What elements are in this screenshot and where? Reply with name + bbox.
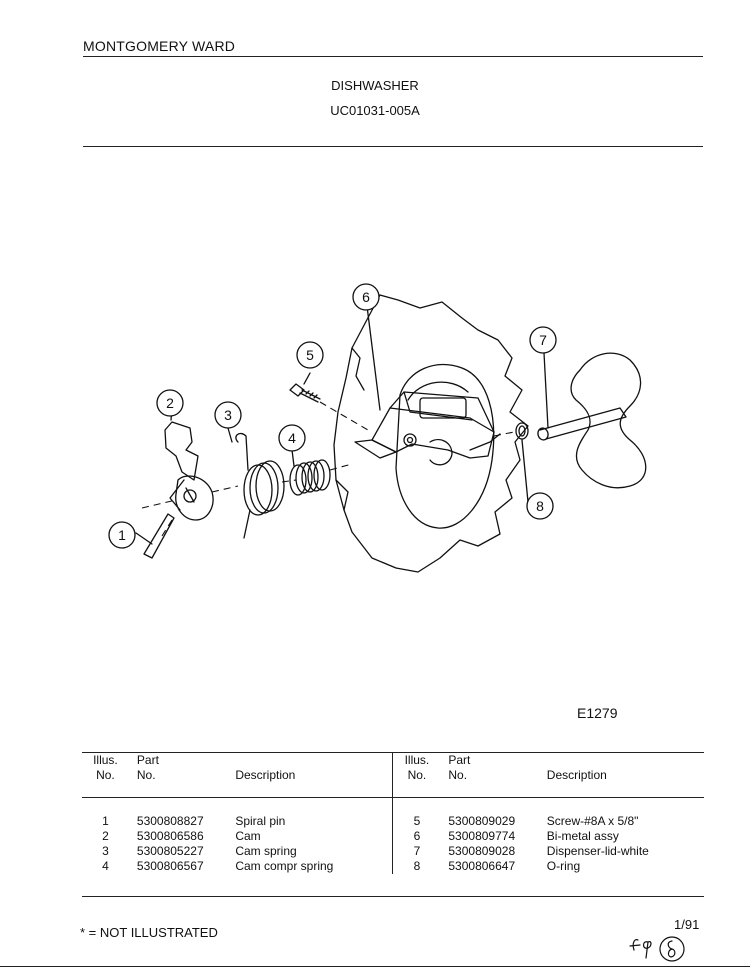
callout-5: 5 — [306, 347, 314, 363]
page-bottom-rule — [0, 966, 750, 967]
callout-6: 6 — [362, 289, 370, 305]
brand-name: MONTGOMERY WARD — [83, 38, 236, 54]
table-row: 3 5300805227 Cam spring 7 5300809028 Dis… — [102, 844, 649, 859]
bimetal-bracket — [371, 407, 495, 459]
header-illus-no: Illus. No. — [93, 753, 118, 782]
exploded-parts-diagram: 1 2 3 4 5 6 7 8 — [108, 283, 647, 573]
header-illus-no-right: Illus. No. — [392, 752, 449, 798]
screw — [289, 383, 321, 403]
table-row: 1 5300808827 Spiral pin 5 5300809029 Scr… — [102, 814, 639, 829]
lid-pin — [539, 407, 627, 440]
dispenser-cup — [395, 363, 495, 529]
title-rule — [83, 146, 703, 147]
cam — [164, 421, 214, 521]
figure-code: E1279 — [577, 705, 618, 721]
header-description: Description — [235, 768, 296, 782]
dispenser-lid — [570, 352, 647, 489]
header-rule — [83, 56, 703, 57]
table-row: 4 5300806567 Cam compr spring 8 53008066… — [102, 859, 581, 874]
table-row: 2 5300806586 Cam 6 5300809774 Bi-metal a… — [102, 829, 619, 844]
handwritten-mark — [629, 936, 685, 962]
header-part-no-right: Part No. — [448, 753, 471, 782]
callout-4: 4 — [288, 430, 296, 446]
door-panel — [333, 294, 529, 573]
product-title: DISHWASHER — [331, 78, 419, 93]
model-number: UC01031-005A — [330, 103, 420, 118]
callout-3: 3 — [224, 407, 232, 423]
torsion-spring — [235, 432, 285, 539]
callout-2: 2 — [166, 395, 174, 411]
compression-spring — [289, 459, 331, 496]
callout-8: 8 — [536, 498, 544, 514]
table-bottom-rule — [82, 896, 704, 897]
header-description-right: Description — [546, 768, 607, 782]
callout-7: 7 — [539, 332, 547, 348]
o-ring — [515, 422, 529, 440]
not-illustrated-note: * = NOT ILLUSTRATED — [80, 925, 218, 940]
parts-table: Illus. No. Part No. Description Illus. N… — [82, 752, 704, 874]
callout-1: 1 — [118, 527, 126, 543]
revision-date: 1/91 — [674, 917, 700, 932]
header-part-no: Part No. — [136, 753, 159, 782]
spiral-pin — [143, 513, 175, 559]
